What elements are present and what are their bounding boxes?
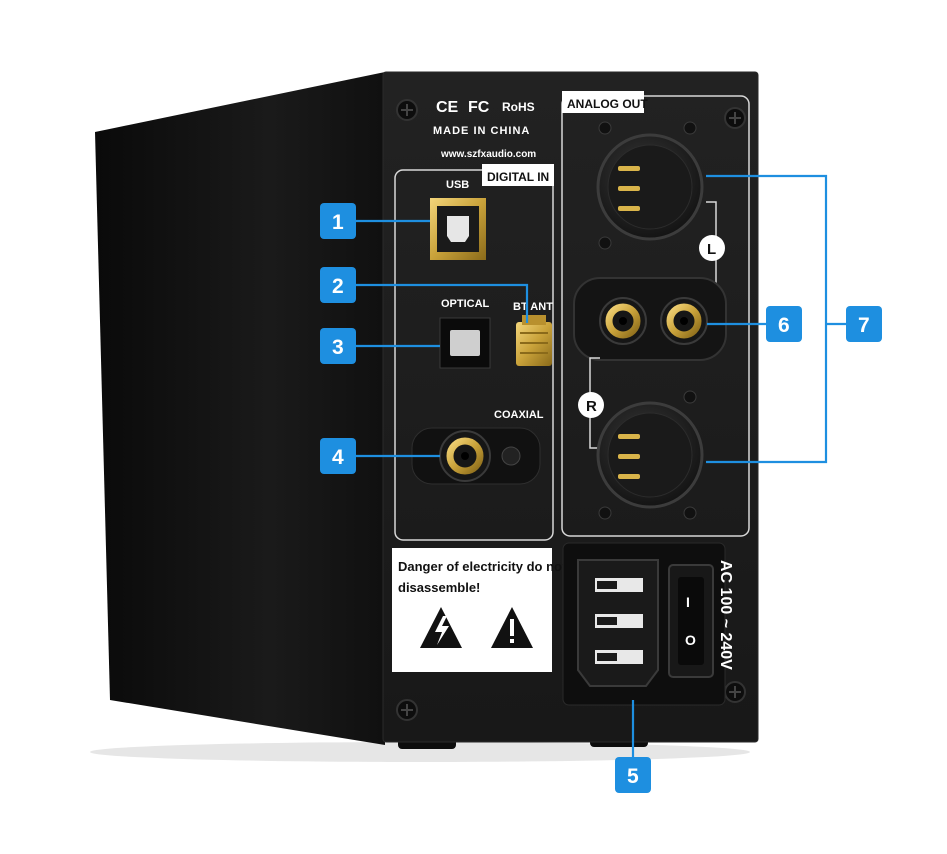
screw-icon [724,681,746,703]
optical-label: OPTICAL [441,298,490,310]
bt-antenna-connector[interactable] [516,315,552,366]
analog-out-tag [562,91,644,113]
warning-label [392,548,552,672]
left-channel-badge [699,235,725,261]
rca-jack-icon[interactable] [599,297,647,345]
callout-badge-1: 1 [320,203,356,239]
rca-jack-icon[interactable] [660,297,708,345]
svg-text:6: 6 [778,314,790,337]
warning-text-line2: disassemble! [398,580,480,595]
voltage-label: AC 100 ~ 240V [717,560,734,670]
optical-port[interactable] [439,317,491,369]
analog-out-frame [561,95,750,537]
svg-text:5: 5 [627,765,639,788]
floor-shadow [90,742,750,762]
svg-text:7: 7 [858,314,870,337]
fc-mark: FC [468,99,490,116]
svg-text:2: 2 [332,275,344,298]
digital-in-title: DIGITAL IN [487,170,549,184]
usb-b-port-icon[interactable] [430,198,486,260]
usb-label: USB [446,179,469,191]
callout-badge-4: 4 [320,438,356,474]
svg-text:3: 3 [332,336,344,359]
warning-icon [491,607,533,648]
svg-text:1: 1 [332,211,344,234]
iec-power-inlet-icon[interactable] [577,559,659,687]
callout-badge-3: 3 [320,328,356,364]
screw-icon [396,99,418,121]
callout-bracket-7 [706,174,828,464]
svg-text:4: 4 [332,446,344,469]
bt-ant-label: BT ANT [513,301,553,313]
website-label: www.szfxaudio.com [440,149,536,160]
warning-text-line1: Danger of electricity do not [398,559,567,574]
callout-line-2 [355,283,529,323]
made-in-label: MADE IN CHINA [433,125,530,137]
screw-icon [396,699,418,721]
right-channel-label: R [586,398,597,415]
callout-badge-5: 5 [615,757,651,793]
xlr-connector-icon[interactable] [596,390,704,520]
xlr-connector-icon[interactable] [596,121,704,250]
rca-jack-icon[interactable] [411,427,541,485]
switch-off-mark: O [685,632,696,648]
digital-in-tag [482,164,554,186]
device-side [95,72,385,745]
ce-mark: CE [436,99,459,116]
callout-badge-2: 2 [320,267,356,303]
coaxial-label: COAXIAL [494,409,544,421]
electric-hazard-icon [420,607,462,648]
switch-on-mark: I [686,594,690,610]
rocker-switch-icon[interactable]: I O [668,564,714,678]
right-channel-badge [578,392,604,418]
digital-in-frame [394,169,554,541]
left-channel-label: L [707,241,716,258]
analog-out-title: ANALOG OUT [567,97,648,111]
callout-badge-6: 6 [766,306,802,342]
callout-badge-7: 7 [846,306,882,342]
rohs-mark: RoHS [502,100,535,114]
screw-icon [724,107,746,129]
